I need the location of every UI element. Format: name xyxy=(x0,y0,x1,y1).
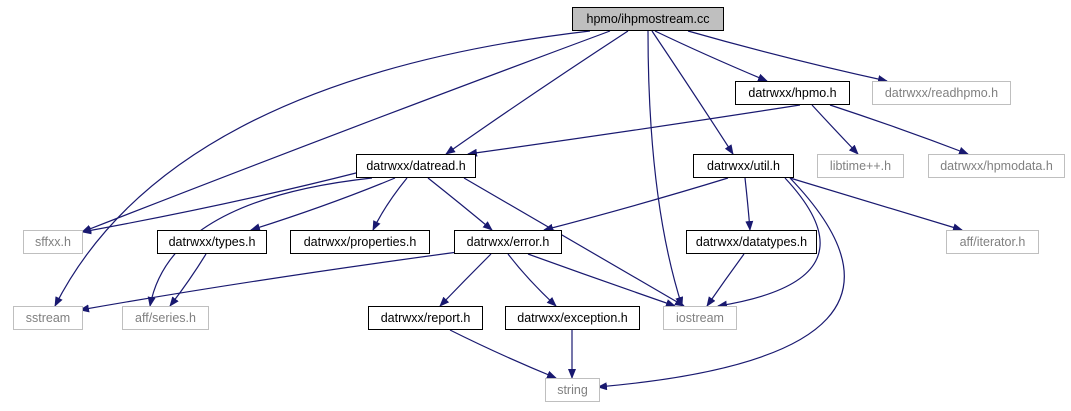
node-hpmodata-h: datrwxx/hpmodata.h xyxy=(928,154,1065,178)
node-series-h: aff/series.h xyxy=(122,306,209,330)
edge-root-to-datread xyxy=(445,30,629,155)
edge-util-to-iostream xyxy=(717,177,821,309)
edge-util-to-iterator xyxy=(789,177,963,232)
edge-root-to-hpmo xyxy=(654,30,768,82)
edge-error-to-report xyxy=(439,253,492,307)
node-iostream: iostream xyxy=(663,306,737,330)
edge-root-to-sffxx xyxy=(81,30,611,233)
edge-root-to-readhpmo xyxy=(687,30,888,84)
edge-datread-to-props xyxy=(372,177,408,231)
edge-hpmo-to-libtime xyxy=(811,104,859,155)
node-util-h[interactable]: datrwxx/util.h xyxy=(693,154,794,178)
edge-root-to-iostream xyxy=(647,30,684,307)
node-libtime-h: libtime++.h xyxy=(817,154,904,178)
edge-error-to-exception xyxy=(507,253,557,307)
node-types-h[interactable]: datrwxx/types.h xyxy=(157,230,267,254)
edge-datread-to-sffxx xyxy=(81,171,361,235)
edge-error-to-sstream xyxy=(79,251,459,313)
edge-datread-to-iostream xyxy=(463,177,685,307)
node-exception-h[interactable]: datrwxx/exception.h xyxy=(505,306,640,330)
edge-types-to-series xyxy=(169,253,207,307)
edge-util-to-error xyxy=(543,177,729,232)
node-sstream: sstream xyxy=(13,306,83,330)
edge-hpmo-to-datread xyxy=(467,104,801,157)
edge-hpmo-to-hpmodata xyxy=(829,104,969,155)
edge-datread-to-series xyxy=(147,177,373,307)
edge-util-to-datatypes xyxy=(744,177,754,231)
node-datatypes-h[interactable]: datrwxx/datatypes.h xyxy=(686,230,817,254)
node-report-h[interactable]: datrwxx/report.h xyxy=(368,306,483,330)
edge-util-to-string xyxy=(597,177,845,391)
node-datread-h[interactable]: datrwxx/datread.h xyxy=(356,154,476,178)
node-string: string xyxy=(545,378,600,402)
edge-error-to-iostream xyxy=(527,253,676,307)
edge-datread-to-types xyxy=(250,177,396,232)
node-sffxx-h: sffxx.h xyxy=(23,230,83,254)
edge-report-to-string xyxy=(449,329,557,379)
node-iterator-h: aff/iterator.h xyxy=(946,230,1039,254)
node-properties-h[interactable]: datrwxx/properties.h xyxy=(290,230,430,254)
node-ihpmostream-cc: hpmo/ihpmostream.cc xyxy=(572,7,724,31)
node-hpmo-h[interactable]: datrwxx/hpmo.h xyxy=(735,81,850,105)
node-readhpmo-h: datrwxx/readhpmo.h xyxy=(872,81,1011,105)
edge-datread-to-error xyxy=(427,177,493,231)
edge-root-to-sstream xyxy=(54,30,591,307)
edge-datatypes-to-iostream xyxy=(706,253,745,307)
node-error-h[interactable]: datrwxx/error.h xyxy=(454,230,562,254)
edge-root-to-util xyxy=(651,30,734,155)
